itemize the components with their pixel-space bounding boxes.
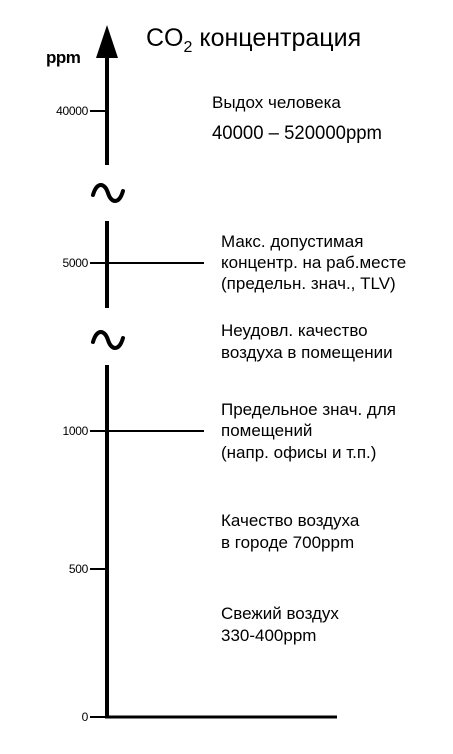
indoor-limit-line2: помещений (221, 421, 312, 440)
fresh-air-line1: Свежий воздух (221, 604, 339, 623)
diagram-title: CO2 концентрация (146, 24, 361, 56)
fresh-air-line2: 330-400ppm (221, 626, 316, 645)
title-subscript: 2 (184, 39, 193, 56)
city-air-line2: в городе 700ppm (221, 533, 354, 552)
axis-break-upper-icon (91, 183, 125, 203)
title-prefix: CO (146, 24, 184, 52)
tlv-label-line2: концентр. на раб.месте (221, 253, 406, 272)
tick-label-500: 500 (69, 562, 89, 576)
indoor-limit-line1: Предельное знач. для (221, 400, 396, 419)
axis-arrow-head (96, 25, 118, 58)
exhale-label: Выдох человека (212, 93, 341, 112)
tick-label-40000: 40000 (56, 104, 88, 118)
city-air-line1: Качество воздуха (221, 511, 360, 530)
exhale-range: 40000 – 520000ppm (212, 123, 382, 144)
tick-label-1000: 1000 (63, 424, 89, 438)
tlv-label-line1: Макс. допустимая (221, 232, 363, 251)
axis-unit-label: ppm (46, 48, 81, 67)
title-suffix: концентрация (192, 24, 361, 52)
indoor-limit-line3: (напр. офисы и т.п.) (221, 443, 376, 462)
tick-label-0: 0 (82, 710, 89, 724)
poor-air-line1: Неудовл. качество (221, 321, 368, 340)
tick-label-5000: 5000 (63, 256, 89, 270)
poor-air-line2: воздуха в помещении (221, 343, 393, 362)
axis-break-lower-icon (91, 330, 125, 350)
tlv-label-line3: (предельн. знач., TLV) (221, 274, 396, 293)
